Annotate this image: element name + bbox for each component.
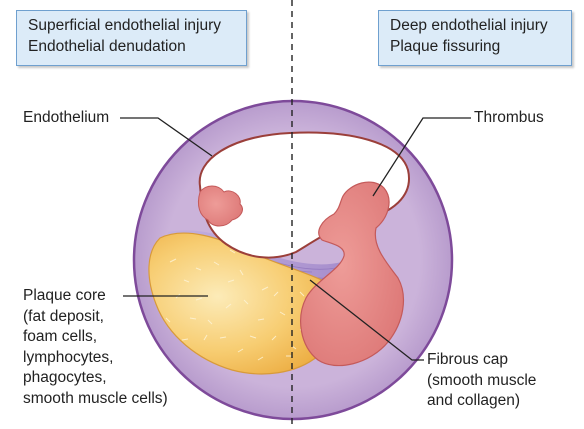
deep-injury-title: Deep endothelial injury [390,15,563,36]
plaque-core-line-3: foam cells, [23,327,168,348]
fibrous-cap-line-1: Fibrous cap [427,350,536,371]
superficial-injury-box: Superficial endothelial injury Endotheli… [16,10,247,66]
plaque-core-line-5: phagocytes, [23,368,168,389]
superficial-injury-subtitle: Endothelial denudation [28,36,238,57]
plaque-core-label: Plaque core (fat deposit, foam cells, ly… [23,286,168,409]
endothelium-label: Endothelium [23,108,109,129]
plaque-core-line-2: (fat deposit, [23,307,168,328]
deep-injury-box: Deep endothelial injury Plaque fissuring [378,10,572,66]
plaque-core-line-1: Plaque core [23,286,168,307]
thrombus-label: Thrombus [474,108,544,129]
plaque-core-line-4: lymphocytes, [23,348,168,369]
plaque-core-line-6: smooth muscle cells) [23,389,168,410]
fibrous-cap-line-3: and collagen) [427,391,536,412]
fibrous-cap-line-2: (smooth muscle [427,371,536,392]
fibrous-cap-label: Fibrous cap (smooth muscle and collagen) [427,350,536,412]
superficial-injury-title: Superficial endothelial injury [28,15,238,36]
deep-injury-subtitle: Plaque fissuring [390,36,563,57]
